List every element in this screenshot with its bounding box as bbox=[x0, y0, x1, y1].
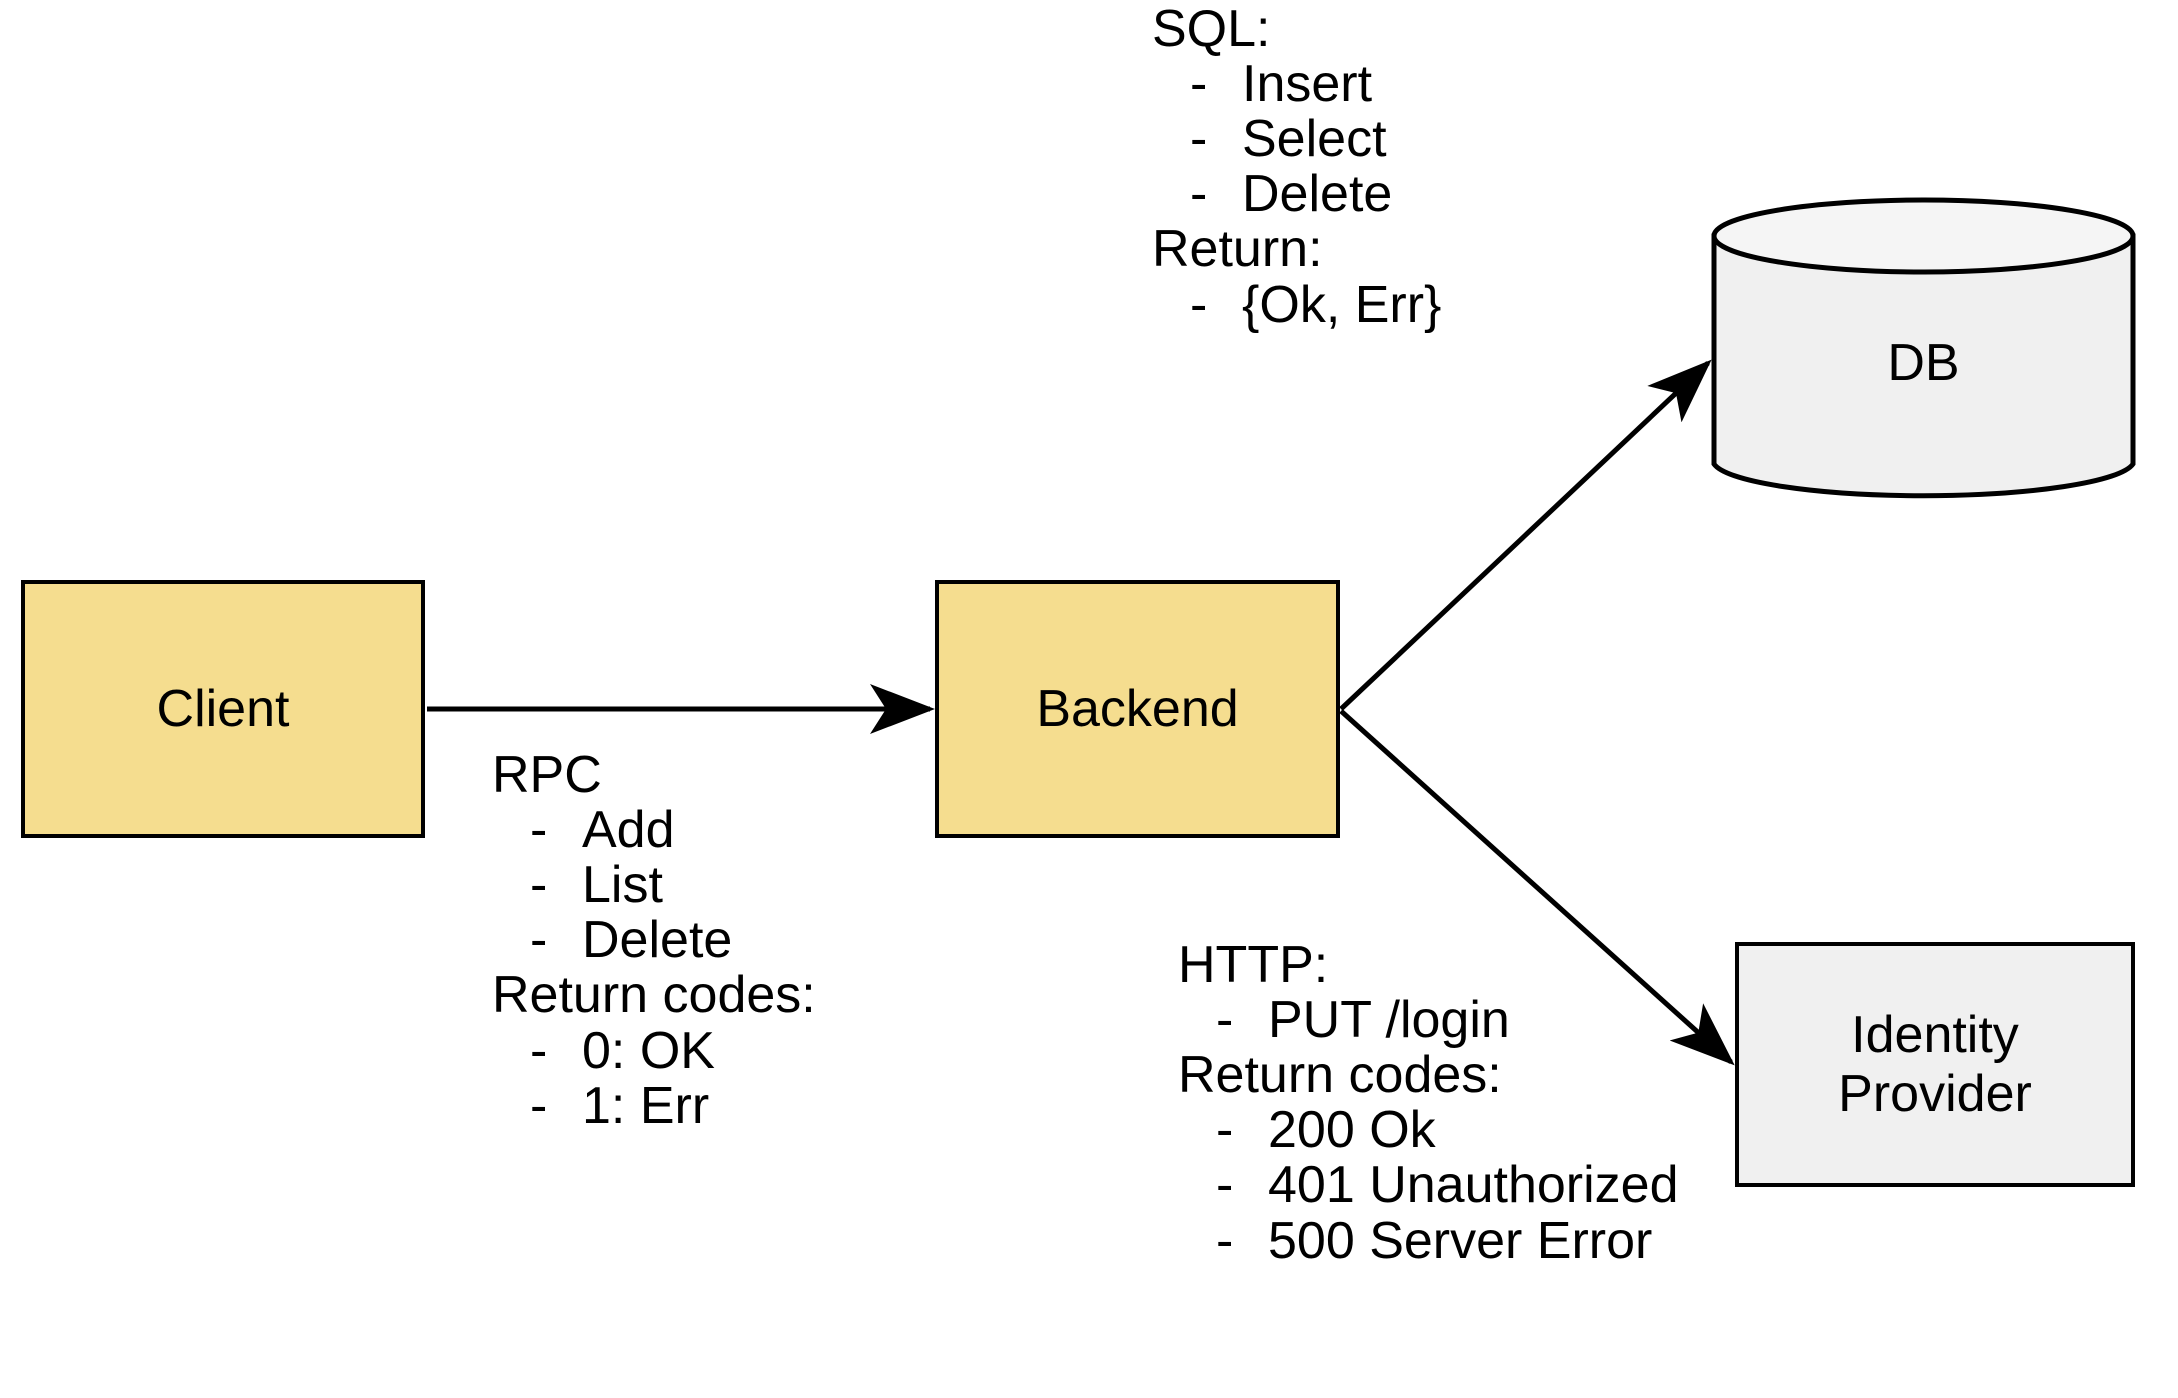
annotation-http-return-label: 500 Server Error bbox=[1268, 1211, 1653, 1270]
annotation-sql-returns-header: Return: bbox=[1152, 220, 1323, 279]
annotation-http-header: HTTP: bbox=[1178, 936, 1329, 994]
annotation-http-return-item: -500 Server Error bbox=[1178, 1211, 1679, 1270]
annotation-sql-method-label: Insert bbox=[1242, 55, 1373, 114]
node-db-label-text: DB bbox=[1887, 333, 1960, 392]
node-identity-provider-label-line2: Provider bbox=[1838, 1064, 2032, 1123]
annotation-rpc-method-label: Add bbox=[582, 801, 675, 860]
node-client[interactable]: Client bbox=[21, 580, 425, 838]
bullet-dash-icon: - bbox=[1216, 1101, 1234, 1160]
annotation-rpc-method-list: -Add -List -Delete bbox=[492, 801, 816, 968]
annotation-rpc: RPC -Add -List -Delete Return codes: -0:… bbox=[492, 746, 816, 1135]
bullet-dash-icon: - bbox=[530, 801, 548, 860]
annotation-rpc-method-item: -Add bbox=[492, 801, 816, 860]
bullet-dash-icon: - bbox=[1190, 275, 1208, 334]
annotation-rpc-return-label: 0: OK bbox=[582, 1021, 715, 1080]
node-identity-provider[interactable]: Identity Provider bbox=[1735, 942, 2135, 1187]
annotation-rpc-return-item: -0: OK bbox=[492, 1021, 816, 1080]
node-identity-provider-label-line1: Identity bbox=[1851, 1006, 2019, 1065]
node-db[interactable]: DB bbox=[1712, 225, 2135, 500]
annotation-sql-return-label: {Ok, Err} bbox=[1242, 275, 1442, 334]
bullet-dash-icon: - bbox=[530, 911, 548, 970]
annotation-sql-returns-list: -{Ok, Err} bbox=[1152, 275, 1442, 334]
annotation-http-method-item: -PUT /login bbox=[1178, 991, 1679, 1050]
node-client-label: Client bbox=[156, 679, 290, 738]
annotation-rpc-method-item: -List bbox=[492, 858, 816, 913]
annotation-http-return-item: -401 Unauthorized bbox=[1178, 1158, 1679, 1213]
bullet-dash-icon: - bbox=[1190, 110, 1208, 169]
node-backend[interactable]: Backend bbox=[935, 580, 1340, 838]
bullet-dash-icon: - bbox=[530, 1021, 548, 1080]
annotation-sql-header: SQL: bbox=[1152, 0, 1271, 58]
bullet-dash-icon: - bbox=[1190, 165, 1208, 224]
annotation-rpc-return-label: 1: Err bbox=[582, 1076, 710, 1135]
bullet-dash-icon: - bbox=[1216, 1211, 1234, 1270]
annotation-rpc-return-item: -1: Err bbox=[492, 1076, 816, 1135]
annotation-sql-method-label: Select bbox=[1242, 110, 1387, 169]
bullet-dash-icon: - bbox=[530, 1076, 548, 1135]
annotation-http-method-label: PUT /login bbox=[1268, 991, 1510, 1050]
annotation-sql-method-label: Delete bbox=[1242, 165, 1393, 224]
bullet-dash-icon: - bbox=[1216, 991, 1234, 1050]
bullet-dash-icon: - bbox=[1190, 55, 1208, 114]
annotation-http: HTTP: -PUT /login Return codes: -200 Ok … bbox=[1178, 936, 1679, 1269]
annotation-rpc-returns-list: -0: OK -1: Err bbox=[492, 1021, 816, 1135]
annotation-rpc-method-label: List bbox=[582, 856, 663, 915]
node-backend-label: Backend bbox=[1036, 679, 1239, 738]
annotation-http-return-item: -200 Ok bbox=[1178, 1103, 1679, 1158]
annotation-sql-method-list: -Insert -Select -Delete bbox=[1152, 55, 1441, 222]
edge-backend-to-db bbox=[1339, 359, 1712, 711]
bullet-dash-icon: - bbox=[1216, 1156, 1234, 1215]
annotation-http-returns-header: Return codes: bbox=[1178, 1046, 1502, 1105]
annotation-sql: SQL: -Insert -Select -Delete Return: -{O… bbox=[1152, 0, 1442, 334]
node-identity-provider-label: Identity Provider bbox=[1838, 1006, 2032, 1122]
annotation-http-method-list: -PUT /login bbox=[1178, 991, 1679, 1050]
bullet-dash-icon: - bbox=[530, 856, 548, 915]
annotation-rpc-method-label: Delete bbox=[582, 911, 733, 970]
annotation-http-return-label: 200 Ok bbox=[1268, 1101, 1436, 1160]
annotation-rpc-header: RPC bbox=[492, 746, 602, 804]
annotation-sql-method-item: -Select bbox=[1152, 112, 1441, 167]
annotation-rpc-method-item: -Delete bbox=[492, 913, 816, 968]
annotation-http-return-label: 401 Unauthorized bbox=[1268, 1156, 1679, 1215]
annotation-http-returns-list: -200 Ok -401 Unauthorized -500 Server Er… bbox=[1178, 1103, 1679, 1268]
annotation-sql-return-item: -{Ok, Err} bbox=[1152, 275, 1442, 334]
annotation-rpc-returns-header: Return codes: bbox=[492, 966, 816, 1025]
annotation-sql-method-item: -Delete bbox=[1152, 167, 1441, 222]
annotation-sql-method-item: -Insert bbox=[1152, 55, 1441, 114]
